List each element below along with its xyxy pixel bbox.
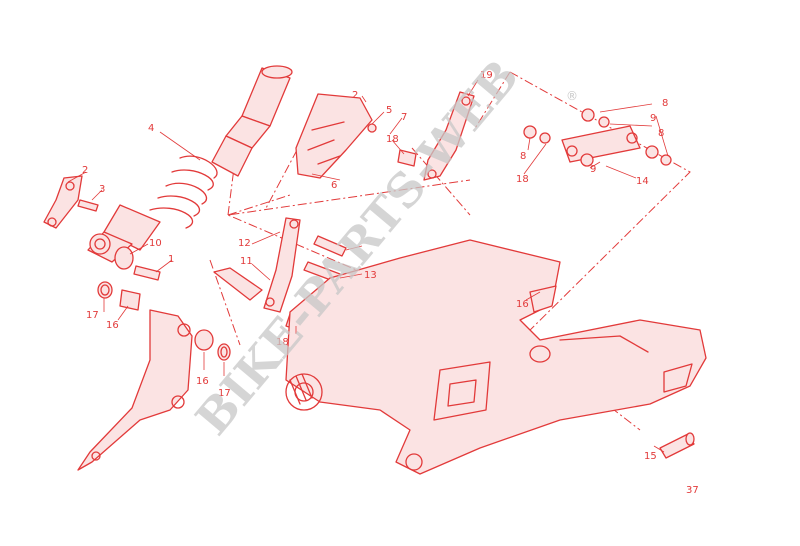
callout-17-left: 17: [86, 310, 99, 321]
heel-guard: [295, 93, 417, 179]
callout-8-right: 8: [658, 128, 664, 139]
callout-13: 13: [364, 270, 377, 281]
callout-14: 14: [636, 176, 649, 187]
callout-2: 2: [82, 165, 88, 176]
callout-19: 19: [480, 70, 493, 81]
callout-18-lever: 18: [276, 337, 289, 348]
callout-8-top: 8: [662, 98, 668, 109]
callout-5: 5: [386, 105, 392, 116]
tie-rod-assembly: [523, 108, 672, 167]
callout-9-bottom: 9: [590, 164, 596, 175]
upper-shock-bracket: [43, 175, 99, 229]
callout-16-left: 16: [106, 320, 119, 331]
callout-4: 4: [148, 123, 154, 134]
callout-18-guard: 18: [386, 134, 399, 145]
page-number: 37: [686, 485, 699, 496]
leader-lines: [67, 79, 669, 453]
callout-1: 1: [168, 254, 174, 265]
callout-2-guard: 2: [352, 90, 358, 101]
callout-11: 11: [240, 256, 253, 267]
shock-absorber: [87, 65, 293, 263]
callout-12: 12: [238, 238, 251, 249]
callout-17-bottom: 17: [218, 388, 231, 399]
callout-18-right: 18: [516, 174, 529, 185]
callout-8-left: 8: [520, 151, 526, 162]
callout-7: 7: [401, 112, 407, 123]
swingarm: [285, 239, 707, 475]
callout-15: 15: [644, 451, 657, 462]
left-spacers: [97, 281, 141, 311]
callout-9-right: 9: [650, 113, 656, 124]
callout-16-bottom: 16: [196, 376, 209, 387]
shock-bushing: [114, 246, 161, 281]
callout-3: 3: [99, 184, 105, 195]
callout-10: 10: [149, 238, 162, 249]
callout-16-swingarm: 16: [516, 299, 529, 310]
suspension-link-rod: [423, 91, 475, 181]
watermark-registered-mark: ®: [566, 89, 578, 103]
lower-linkage: [77, 309, 231, 471]
callout-6: 6: [331, 180, 337, 191]
callout-labels: 4 2 3 10 1 17 16 16 17 12 11 13 18 6 2 5…: [82, 70, 668, 462]
axle-bolt: [659, 432, 695, 459]
